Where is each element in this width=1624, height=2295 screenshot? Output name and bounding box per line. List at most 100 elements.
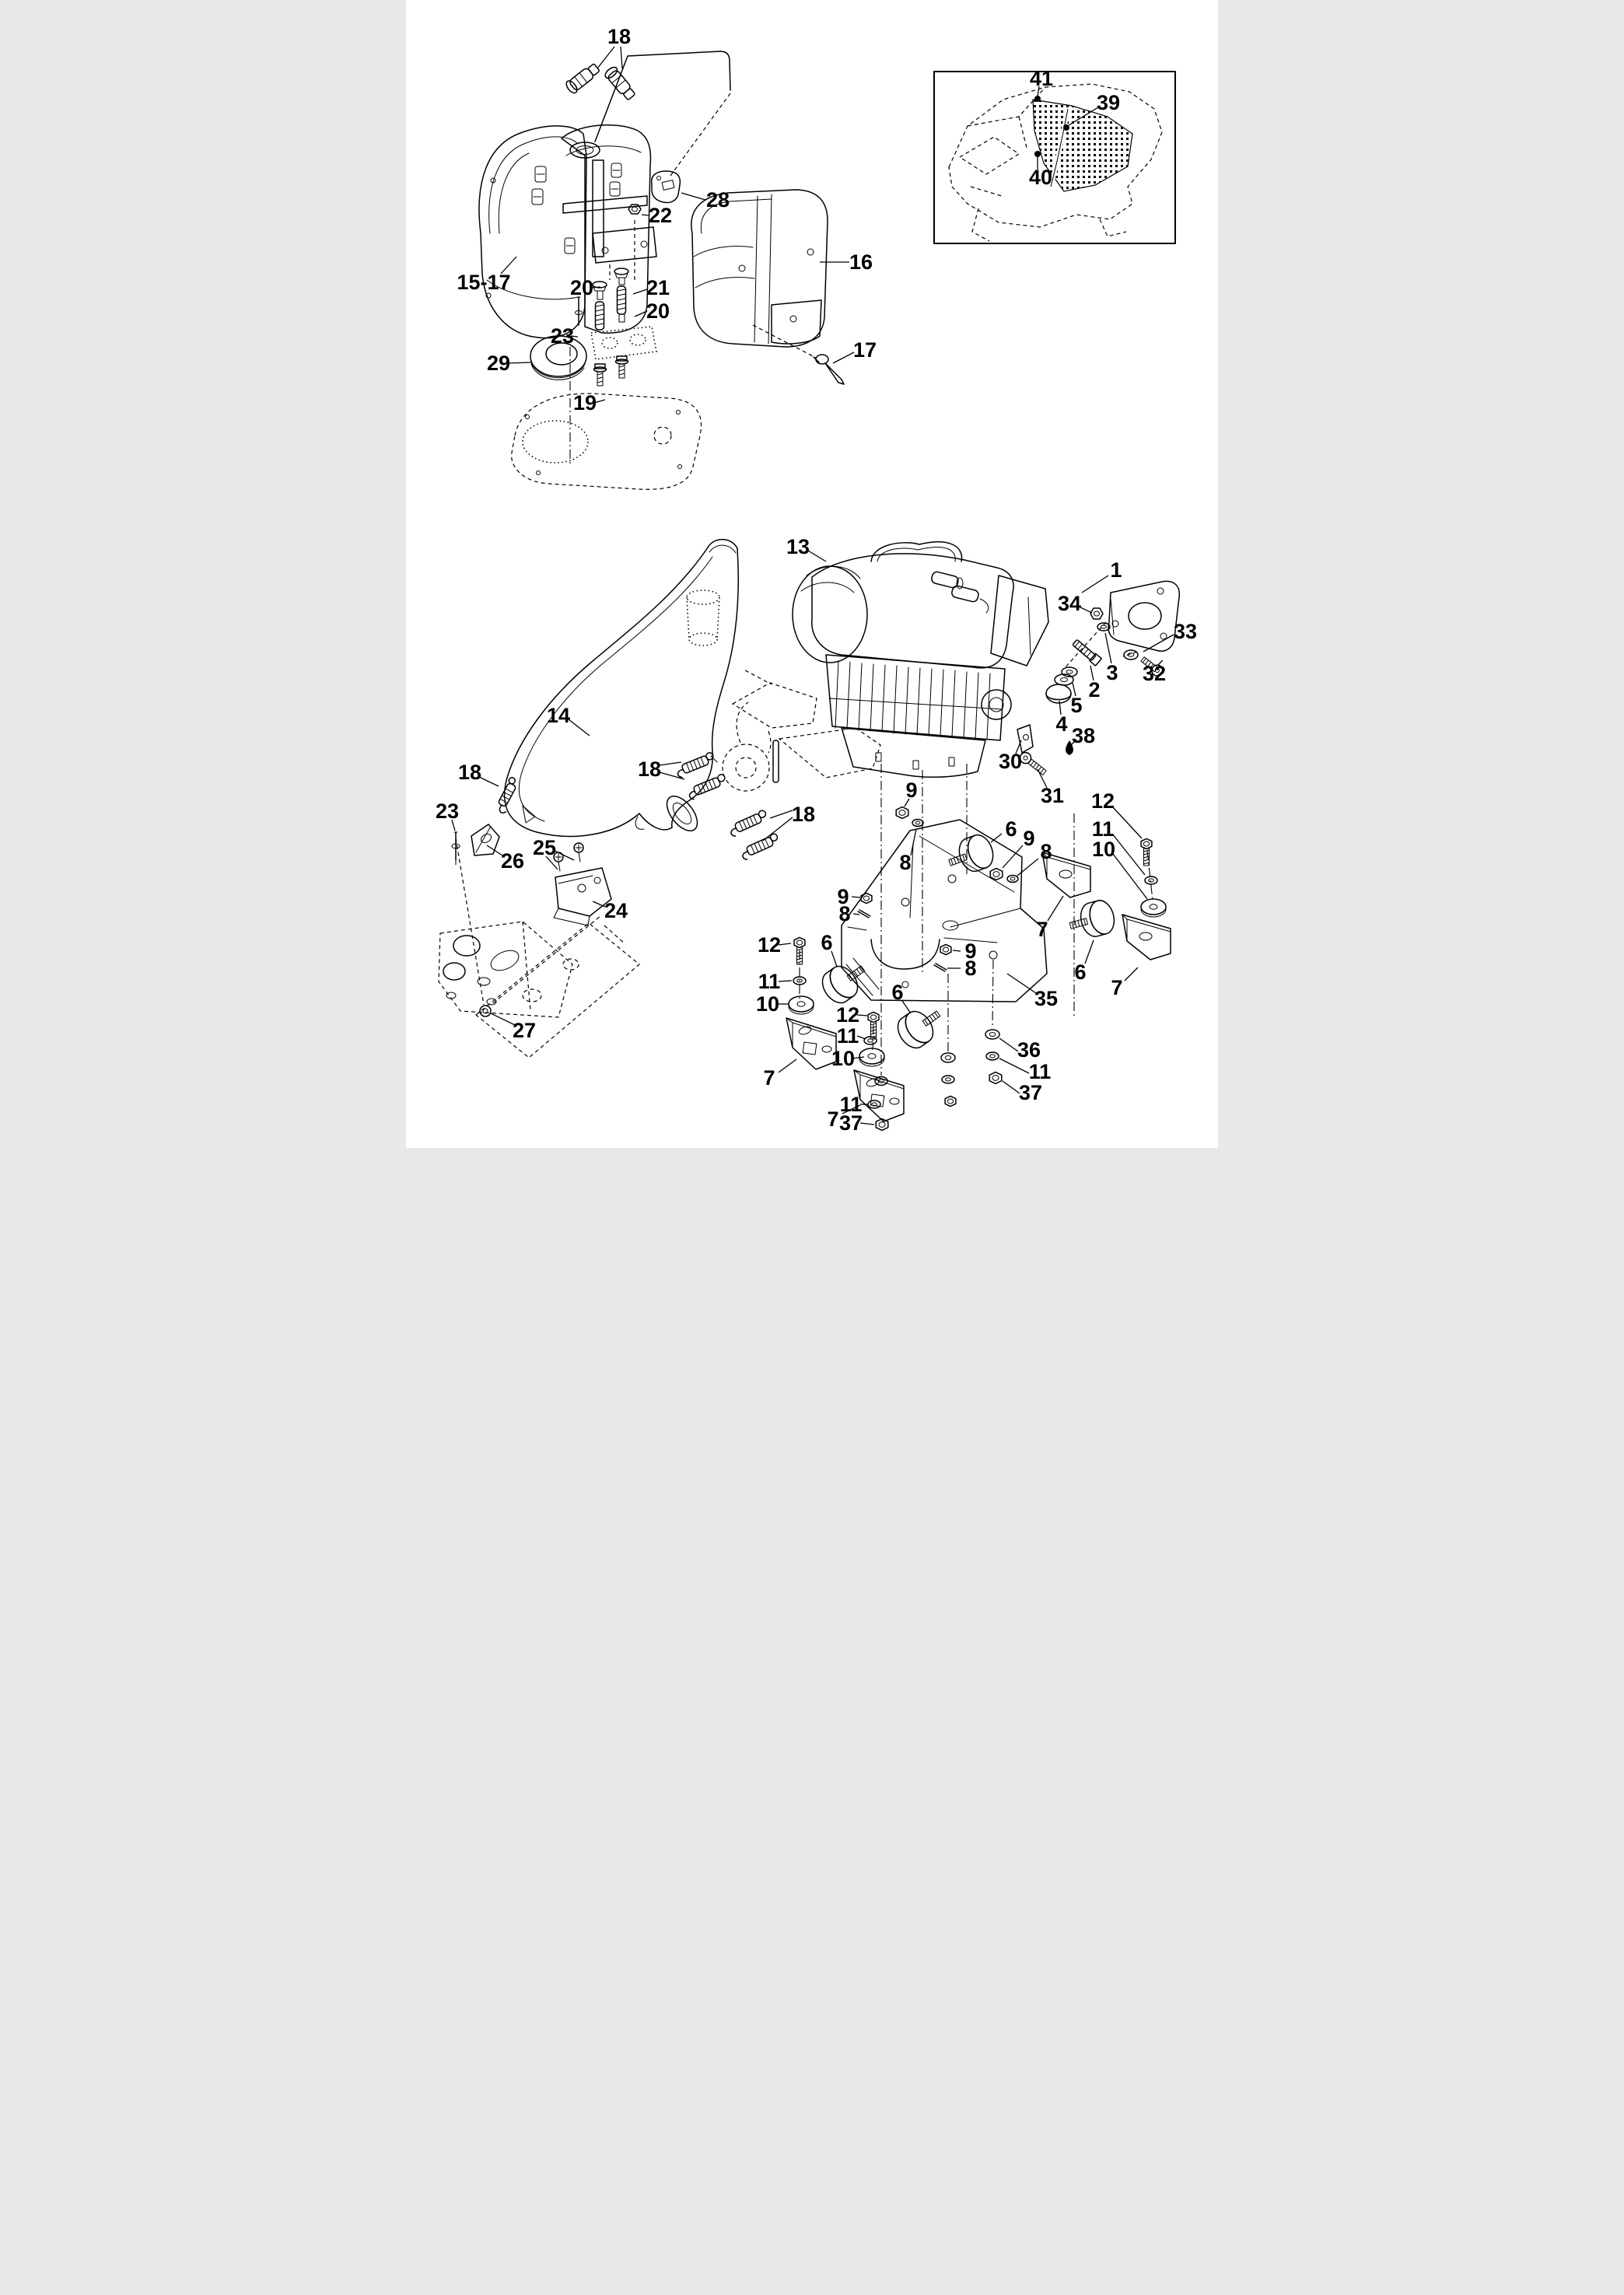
callout-number-40: 40 <box>1029 166 1052 189</box>
callout-37-rightcol: 37 <box>1002 1080 1042 1104</box>
callout-number-15-17: 15-17 <box>457 271 510 294</box>
callout-number-41: 41 <box>1030 67 1053 90</box>
callout-number-18-right: 18 <box>792 803 815 826</box>
callout-18-mid: 18 <box>638 757 685 781</box>
callout-number-11-rightcol: 11 <box>1029 1060 1052 1083</box>
leader-line <box>1157 659 1164 666</box>
callout-11-bottom: 11 <box>840 1093 868 1116</box>
mount-bracket-35 <box>841 819 1048 1002</box>
grommet-27 <box>479 1005 492 1017</box>
leader-line <box>1084 939 1094 964</box>
callout-number-31: 31 <box>1041 784 1064 807</box>
leader-line <box>1002 845 1024 869</box>
callout-39: 39 <box>1068 91 1120 126</box>
callout-12-left: 12 <box>758 933 792 957</box>
leader-line <box>1037 768 1048 789</box>
leader-line <box>1081 575 1109 593</box>
callout-number-6-mid: 6 <box>891 981 903 1004</box>
hex-nut-icon <box>989 1071 1003 1085</box>
callout-number-23-bottom: 23 <box>436 799 459 823</box>
callout-number-7-topright: 7 <box>1036 918 1048 941</box>
callout-15-17: 15-17 <box>457 256 517 294</box>
screw-32 <box>1140 656 1164 677</box>
callout-number-10-mid: 10 <box>831 1047 855 1070</box>
hex-nut-icon <box>793 936 806 949</box>
leader-line <box>904 798 910 807</box>
callout-number-27: 27 <box>513 1019 536 1042</box>
leader-line <box>1104 632 1112 664</box>
leader-line <box>999 1058 1030 1074</box>
callout-number-17: 17 <box>853 338 877 362</box>
leader-line <box>1037 86 1040 97</box>
muffler-assembly <box>478 51 731 339</box>
callout-number-2: 2 <box>1088 678 1100 701</box>
callout-6-lowright: 6 <box>1074 939 1094 984</box>
leader-line <box>1111 833 1146 876</box>
leader-line <box>592 901 606 908</box>
callout-number-11-left: 11 <box>758 970 781 993</box>
leader-line <box>990 833 1003 843</box>
callout-12-mid: 12 <box>836 1003 868 1027</box>
leader-line <box>632 289 648 295</box>
callout-number-8-bracket: 8 <box>964 957 976 980</box>
washer-icon <box>985 1051 999 1061</box>
engine-mounts <box>786 834 1171 1122</box>
inset-overview <box>933 71 1176 244</box>
callout-number-26: 26 <box>501 849 524 873</box>
callout-number-20-lower: 20 <box>646 299 670 323</box>
callout-number-7-lowright: 7 <box>1111 976 1122 999</box>
callout-18-plug-caps: 18 <box>597 25 631 69</box>
callout-number-13: 13 <box>786 535 810 558</box>
leader-line <box>490 1013 516 1026</box>
leader-line <box>952 950 961 952</box>
callout-number-9-top: 9 <box>905 778 917 802</box>
hex-nut-icon <box>895 806 909 820</box>
spark-plug-caps <box>565 63 635 100</box>
callout-dot-41 <box>1034 96 1041 102</box>
leader-line <box>1112 853 1148 900</box>
callout-number-34: 34 <box>1058 592 1081 615</box>
threaded-stud-2 <box>1072 639 1102 666</box>
spark-plug-cap-icon <box>604 66 635 100</box>
leader-line <box>1124 967 1139 981</box>
callout-26: 26 <box>486 845 524 873</box>
large-washer-icon <box>1140 898 1167 918</box>
engine-bracket-cluster <box>1019 580 1181 775</box>
exhaust-springs <box>498 752 779 860</box>
callout-1: 1 <box>1081 558 1122 593</box>
leader-line <box>1111 806 1143 839</box>
clip-26 <box>471 824 500 856</box>
hex-nut-icon <box>989 867 1003 881</box>
leader-line <box>478 776 499 787</box>
carburetor <box>931 571 989 614</box>
callout-8-mid: 8 <box>838 902 860 925</box>
washer-icon <box>940 1052 956 1063</box>
callout-number-10-right: 10 <box>1092 838 1115 861</box>
leader-line <box>842 1104 861 1114</box>
callout-number-30: 30 <box>999 750 1022 773</box>
leader-line <box>1072 682 1076 697</box>
callout-2: 2 <box>1088 665 1101 701</box>
hex-nut-icon <box>860 892 873 904</box>
callout-33: 33 <box>1143 620 1197 652</box>
callout-number-6-left: 6 <box>821 931 832 954</box>
callout-17: 17 <box>832 338 877 364</box>
callout-number-6-topright: 6 <box>1005 817 1017 841</box>
callout-40: 40 <box>1029 156 1052 189</box>
rubber-mount-icon <box>948 834 994 873</box>
leader-line <box>1015 740 1022 754</box>
callout-10-left: 10 <box>756 992 789 1016</box>
leader-line <box>634 310 648 317</box>
mount-bracket-icon <box>1122 914 1171 960</box>
callout-number-7-left: 7 <box>763 1066 775 1090</box>
callout-number-7-mid: 7 <box>827 1107 838 1131</box>
leader-line <box>856 1014 868 1016</box>
callout-10-mid: 10 <box>831 1047 865 1070</box>
callout-6-left: 6 <box>821 931 838 967</box>
callout-number-37-bottom: 37 <box>839 1111 863 1135</box>
callout-5: 5 <box>1070 682 1083 717</box>
leader-line <box>901 1000 912 1014</box>
leader-line <box>570 335 579 338</box>
hex-bolt-icon <box>593 355 629 387</box>
